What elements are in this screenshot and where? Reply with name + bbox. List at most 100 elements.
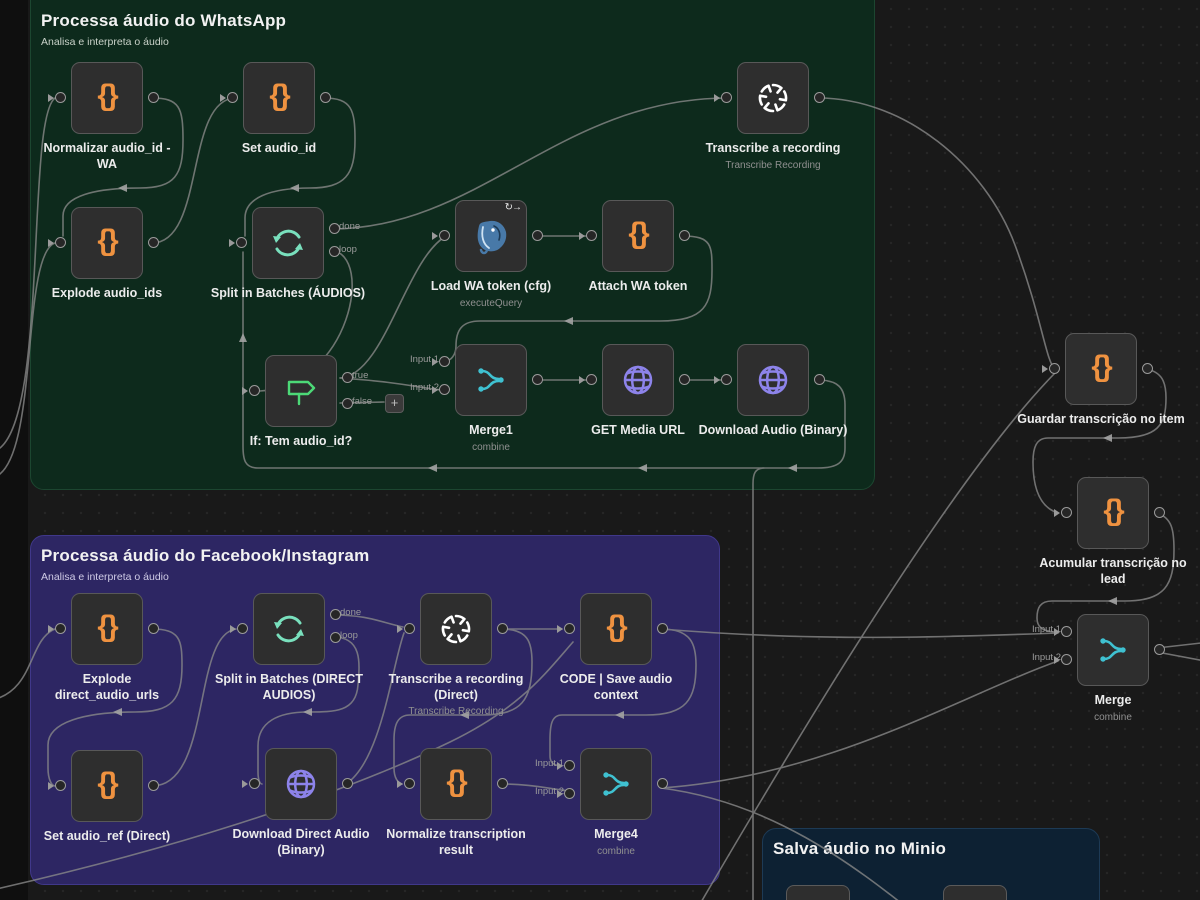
input-port[interactable] [404, 623, 415, 634]
port-label-false: false [352, 396, 373, 407]
node-guardar-transcricao[interactable]: {} Guardar transcrição no item [1017, 333, 1185, 426]
port-label-input2: Input 2 [1031, 652, 1061, 663]
node-download-audio-binary[interactable]: Download Audio (Binary) [699, 344, 847, 437]
input-port[interactable] [1061, 507, 1072, 518]
input-port[interactable] [227, 92, 238, 103]
node-if-tem-audio-id[interactable]: true false If: Tem audio_id? [249, 355, 372, 448]
output-port[interactable] [320, 92, 331, 103]
node-merge[interactable]: Input 1 Input 2 Merge combine [1032, 614, 1165, 723]
output-port[interactable] [679, 374, 690, 385]
input-port[interactable] [439, 230, 450, 241]
output-port[interactable] [148, 623, 159, 634]
input-port[interactable] [237, 623, 248, 634]
node-merge4[interactable]: Input 1 Input 2 Merge4 combine [535, 748, 668, 857]
node-label: Merge [1094, 693, 1132, 707]
node-set-audio-ref-direct[interactable]: {} Set audio_ref (Direct) [44, 750, 170, 843]
port-label-done: done [339, 221, 361, 232]
node-explode-audio-ids[interactable]: {} Explode audio_ids [52, 207, 162, 300]
merge-icon [478, 368, 504, 392]
input-port[interactable] [249, 778, 260, 789]
node-load-wa-token[interactable]: ↻→ Load WA token (cfg) executeQuery [431, 200, 551, 309]
node-subtitle: combine [597, 845, 635, 857]
node-get-media-url[interactable]: GET Media URL [586, 344, 690, 437]
postgres-icon [477, 220, 507, 255]
node-acumular-transcricao[interactable]: {} Acumular transcrição no lead [1039, 477, 1187, 586]
code-icon: {} [606, 610, 627, 643]
output-port[interactable] [148, 237, 159, 248]
input-port[interactable] [55, 92, 66, 103]
openai-icon [758, 83, 788, 113]
input-port[interactable] [586, 374, 597, 385]
input-port-1[interactable] [1061, 626, 1072, 637]
node-code-save-audio-context[interactable]: {} CODE | Save audio context [560, 593, 672, 702]
node-subtitle: combine [472, 441, 510, 453]
port-label-loop: loop [339, 244, 357, 255]
node-normalizar-audio-id-wa[interactable]: {} Normalizar audio_id - WA [43, 62, 171, 171]
port-label-input1: Input 1 [1031, 624, 1061, 635]
output-port[interactable] [657, 778, 668, 789]
node-transcribe-a-recording-direct[interactable]: Transcribe a recording (Direct) Transcri… [389, 593, 523, 717]
code-icon: {} [628, 217, 649, 250]
node-split-in-batches-audios[interactable]: done loop Split in Batches (ÁUDIOS) [211, 207, 365, 300]
input-port-2[interactable] [564, 788, 575, 799]
merge-icon [1100, 638, 1126, 662]
port-label-input2: Input 2 [534, 786, 564, 797]
port-label-done: done [340, 607, 362, 618]
plus-icon[interactable]: + [385, 394, 404, 413]
code-icon: {} [97, 79, 118, 112]
globe-icon [623, 365, 653, 395]
input-port[interactable] [55, 237, 66, 248]
input-port[interactable] [404, 778, 415, 789]
input-port[interactable] [249, 385, 260, 396]
input-port[interactable] [55, 623, 66, 634]
node-merge1[interactable]: Input 1 Input 2 Merge1 combine [410, 344, 543, 453]
node-label: Explode direct_audio_urls [54, 672, 160, 702]
node-attach-wa-token[interactable]: {} Attach WA token [586, 200, 690, 293]
input-port[interactable] [1049, 363, 1060, 374]
node-split-in-batches-direct[interactable]: done loop Split in Batches (DIRECT AUDIO… [215, 593, 363, 702]
node-minio-partial-1[interactable] [786, 885, 850, 900]
output-port[interactable] [342, 778, 353, 789]
output-port[interactable] [532, 230, 543, 241]
input-port-1[interactable] [564, 760, 575, 771]
node-subtitle: Transcribe Recording [725, 159, 821, 171]
group-title: Processa áudio do WhatsApp [41, 11, 287, 30]
output-port[interactable] [1154, 507, 1165, 518]
input-port[interactable] [586, 230, 597, 241]
output-port[interactable] [679, 230, 690, 241]
node-label: Explode audio_ids [51, 286, 163, 300]
output-port[interactable] [497, 623, 508, 634]
execute-once-icon: ↻→ [504, 202, 522, 213]
port-label-true: true [352, 370, 369, 381]
output-port[interactable] [1142, 363, 1153, 374]
input-port[interactable] [564, 623, 575, 634]
input-port-2[interactable] [1061, 654, 1072, 665]
input-port[interactable] [721, 92, 732, 103]
node-label: CODE | Save audio context [559, 672, 673, 702]
node-minio-partial-2[interactable] [943, 885, 1007, 900]
node-normalize-transcription-result[interactable]: {} Normalize transcription result [386, 748, 526, 857]
input-port[interactable] [236, 237, 247, 248]
node-label: Download Audio (Binary) [698, 423, 848, 437]
output-port[interactable] [532, 374, 543, 385]
code-icon: {} [97, 224, 118, 257]
output-port[interactable] [148, 780, 159, 791]
output-port[interactable] [1154, 644, 1165, 655]
output-port[interactable] [657, 623, 668, 634]
node-explode-direct-audio-urls[interactable]: {} Explode direct_audio_urls [55, 593, 159, 702]
input-port[interactable] [55, 780, 66, 791]
output-port[interactable] [814, 374, 825, 385]
node-label: Split in Batches (ÁUDIOS) [210, 286, 366, 300]
node-download-direct-audio[interactable]: Download Direct Audio (Binary) [232, 748, 370, 857]
node-set-audio-id[interactable]: {} Set audio_id [227, 62, 331, 155]
output-port[interactable] [148, 92, 159, 103]
node-transcribe-a-recording[interactable]: Transcribe a recording Transcribe Record… [706, 62, 840, 171]
node-label: Set audio_ref (Direct) [43, 829, 171, 843]
output-port[interactable] [814, 92, 825, 103]
input-port[interactable] [721, 374, 732, 385]
input-port-2[interactable] [439, 384, 450, 395]
input-port-1[interactable] [439, 356, 450, 367]
output-port[interactable] [497, 778, 508, 789]
port-label-loop: loop [340, 630, 358, 641]
